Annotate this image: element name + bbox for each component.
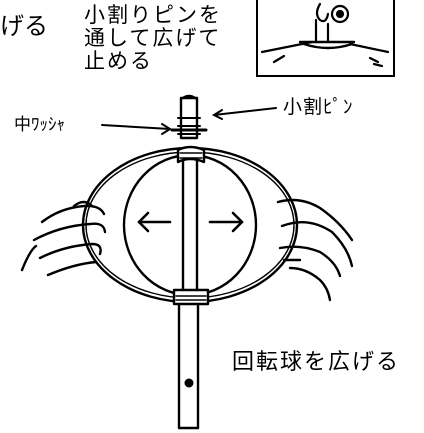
middle-washer-label: 中ﾜｯｼｬ xyxy=(14,115,65,135)
arrow-right-icon xyxy=(208,211,244,233)
pin-leader xyxy=(213,107,277,116)
arrow-left-icon xyxy=(137,211,172,233)
left-hand xyxy=(20,200,107,277)
cotter-pin-detail-inset xyxy=(256,0,395,77)
shaft xyxy=(177,158,200,430)
washer-leader xyxy=(101,124,171,130)
spread-ball-caption: 回転球を広げる xyxy=(232,350,401,375)
rotating-ball-ring xyxy=(81,146,299,304)
bottom-clamp xyxy=(172,288,210,306)
right-hand xyxy=(276,198,354,302)
shaft-top xyxy=(170,94,208,140)
step-instruction: 小割りピンを 通して広げて 止める xyxy=(84,3,222,73)
top-left-text: げる xyxy=(0,12,48,40)
cotter-pin-label: 小割ﾋﾟﾝ xyxy=(283,96,354,118)
